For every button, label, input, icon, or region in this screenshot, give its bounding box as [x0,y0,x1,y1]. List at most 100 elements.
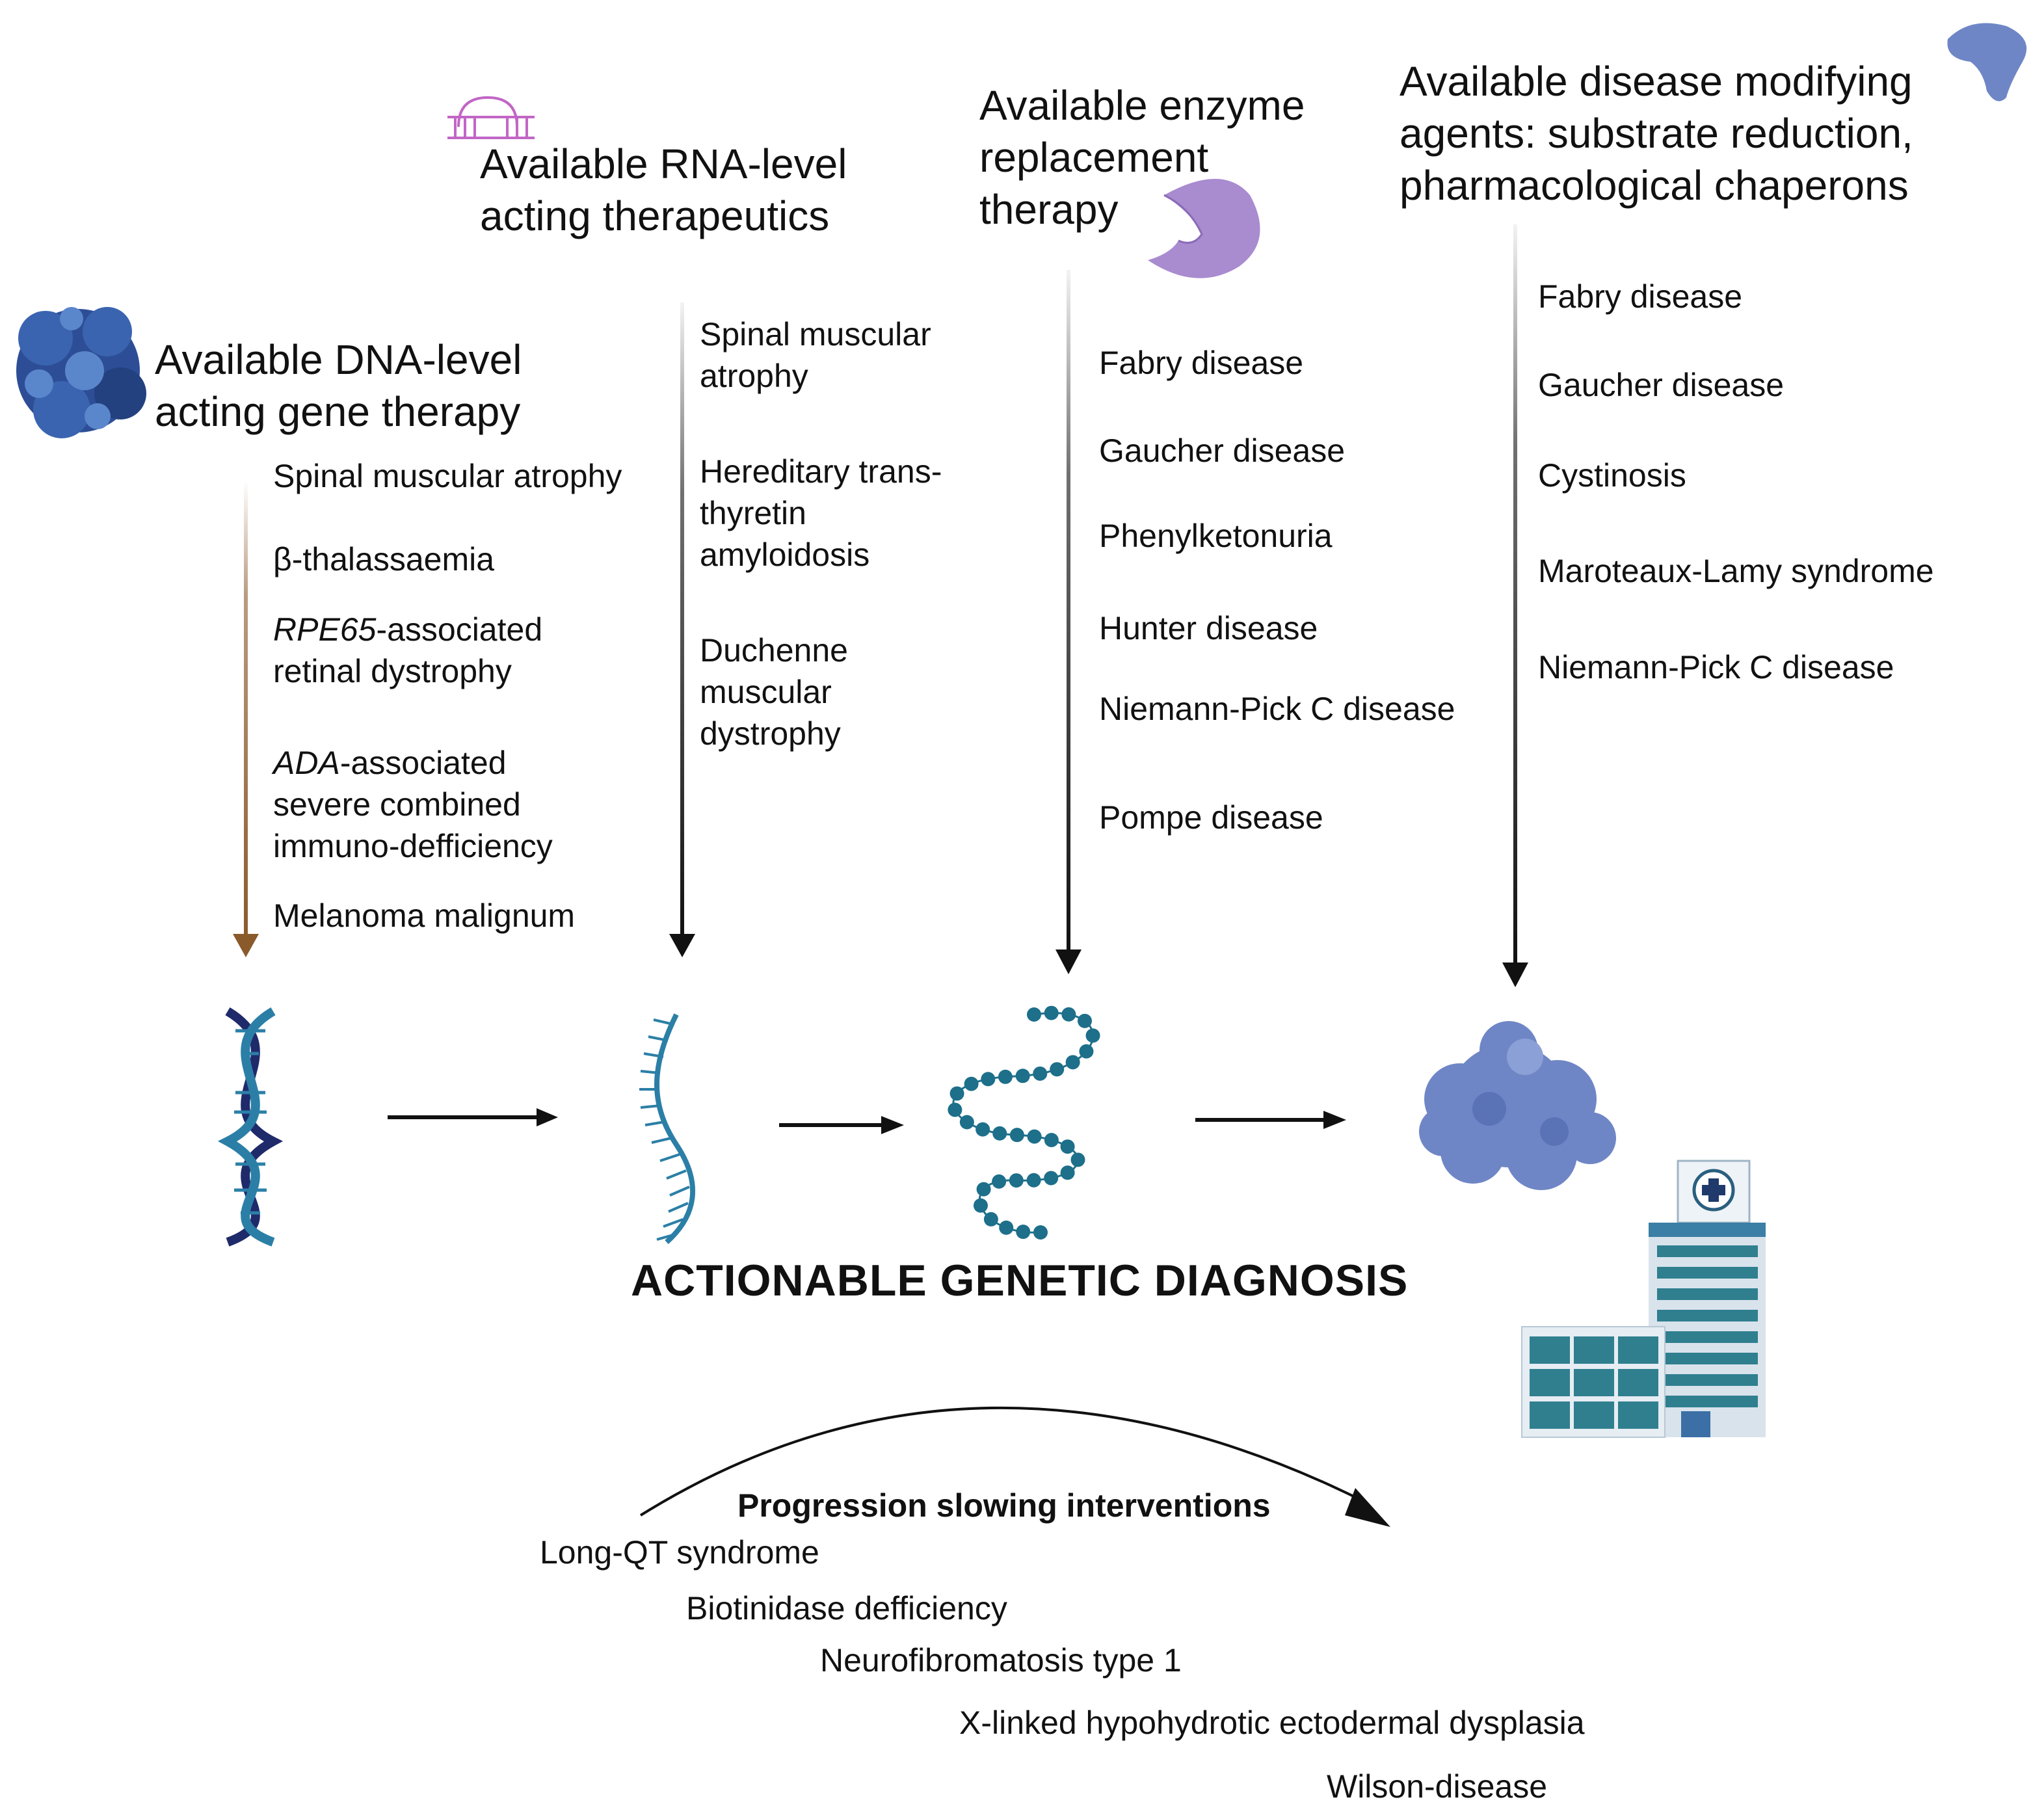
rna-item-sma: Spinal muscular atrophy [700,313,931,397]
ert-arrow [1055,270,1082,974]
dna-item-sma: Spinal muscular atrophy [273,455,622,497]
amino-acid-bead [1027,1129,1042,1144]
rna-therapy-heading: Available RNA-level acting therapeutics [480,138,847,242]
dma-item: Gaucher disease [1538,364,1784,406]
progression-title: Progression slowing interventions [737,1487,1271,1524]
item-text: Duchenne [700,632,848,669]
dna-therapy-arrow [233,481,259,957]
main-title: ACTIONABLE GENETIC DIAGNOSIS [631,1256,1409,1305]
rna-item-attr: Hereditary trans- thyretin amyloidosis [700,451,942,576]
chaperone-icon [1947,23,2027,101]
enzyme-icon [1148,179,1260,278]
progression-item: Neurofibromatosis type 1 [820,1640,1182,1681]
item-text: β-thalassaemia [273,541,495,578]
gene-name: RPE65 [273,611,377,648]
item-text: severe combined [273,786,521,823]
ert-item: Gaucher disease [1099,430,1345,471]
amino-acid-bead [1065,1055,1080,1070]
gene-suffix: -associated [339,745,507,781]
dna-item-melanoma: Melanoma malignum [273,895,575,936]
dna-item-ada-scid: ADA-associated severe combined immuno-de… [273,742,553,867]
item-text: atrophy [700,358,808,394]
rna-to-polypeptide-arrow [779,1116,904,1134]
amino-acid-bead [976,1122,990,1137]
amino-acid-bead [1070,1152,1085,1167]
ert-item: Niemann-Pick C disease [1099,688,1455,730]
ert-heading: Available enzyme replacement therapy [979,79,1305,235]
item-text: Niemann-Pick C disease [1538,649,1894,685]
amino-acid-bead [1077,1013,1092,1028]
amino-acid-bead [973,1198,988,1213]
ert-item: Pompe disease [1099,797,1323,838]
polypeptide-chain-icon [948,1005,1100,1240]
amino-acid-bead [1009,1173,1024,1188]
heading-line: therapy [979,186,1119,233]
item-text: Maroteaux-Lamy syndrome [1538,553,1934,589]
rna-strand-icon [639,1013,696,1244]
heading-line: acting therapeutics [480,193,830,239]
amino-acid-bead [976,1182,991,1197]
dma-arrow [1502,224,1528,987]
heading-line: acting gene therapy [155,388,521,435]
item-text: dystrophy [700,715,841,752]
amino-acid-bead [1026,1173,1041,1188]
item-text: Niemann-Pick C disease [1099,691,1455,727]
item-text: thyretin [700,495,806,531]
amino-acid-bead [1033,1225,1048,1240]
polypeptide-to-protein-arrow [1195,1111,1346,1129]
dna-item-beta-thal: β-thalassaemia [273,538,494,580]
amino-acid-bead [981,1072,996,1087]
heading-line: Available enzyme [979,82,1305,129]
dma-item: Maroteaux-Lamy syndrome [1538,550,1934,592]
amino-acid-bead [1016,1225,1031,1240]
dna-therapy-heading: Available DNA-level acting gene therapy [155,334,522,438]
amino-acid-bead [949,1086,964,1101]
item-text: Spinal muscular [700,316,931,352]
ert-item: Fabry disease [1099,342,1303,384]
amino-acid-bead [1009,1128,1024,1143]
amino-acid-bead [1033,1066,1048,1081]
progression-item: Biotinidase defficiency [686,1587,1007,1629]
heading-line: pharmacological chaperons [1400,162,1909,209]
hospital-icon [1521,1160,1766,1438]
progression-item: X-linked hypohydrotic ectodermal dysplas… [959,1702,1585,1744]
item-text: Gaucher disease [1099,432,1346,469]
amino-acid-bead [1079,1044,1094,1059]
heading-line: agents: substrate reduction, [1400,110,1913,157]
item-text: Wilson-disease [1327,1768,1548,1805]
item-text: immuno-defficiency [273,828,553,864]
protein-blob-icon [16,307,146,438]
amino-acid-bead [1044,1171,1059,1186]
item-text: retinal dystrophy [273,653,512,689]
amino-acid-bead [1044,1132,1059,1147]
rna-therapy-arrow [669,302,695,957]
amino-acid-bead [999,1220,1014,1235]
ert-item: Hunter disease [1099,607,1318,649]
heading-line: Available disease modifying [1400,58,1913,105]
amino-acid-bead [1015,1069,1030,1083]
item-text: Biotinidase defficiency [686,1590,1007,1626]
item-text: Hunter disease [1099,610,1318,646]
dna-item-rpe65: RPE65-associated retinal dystrophy [273,609,542,692]
amino-acid-bead [998,1069,1013,1084]
dna-to-rna-arrow [388,1108,558,1126]
item-text: Phenylketonuria [1099,518,1333,554]
amino-acid-bead [992,1126,1007,1141]
amino-acid-bead [1060,1165,1075,1180]
amino-acid-bead [1027,1007,1041,1022]
amino-acid-bead [1085,1028,1100,1043]
item-text: Spinal muscular atrophy [273,458,622,494]
gene-name: ADA [273,745,340,781]
amino-acid-bead [1061,1007,1076,1022]
item-text: Cystinosis [1538,457,1686,494]
item-text: Hereditary trans- [700,453,942,490]
dma-heading: Available disease modifying agents: subs… [1400,55,1913,211]
item-text: Neurofibromatosis type 1 [820,1642,1182,1679]
dna-double-helix-icon [217,1007,284,1247]
heading-line: Available RNA-level [480,140,847,187]
item-text: Pompe disease [1099,799,1323,836]
amino-acid-bead [964,1076,979,1091]
item-text: muscular [700,674,832,710]
gene-suffix: -associated [376,611,543,648]
